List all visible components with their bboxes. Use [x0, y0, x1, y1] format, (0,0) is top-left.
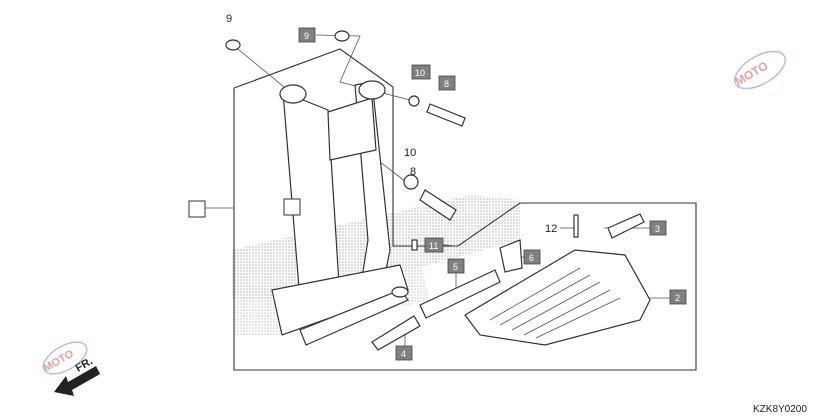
- label-12: 12: [545, 223, 557, 235]
- nut-9-right: [334, 30, 350, 42]
- svg-text:3: 3: [655, 224, 660, 234]
- boxed-label-6: 6: [523, 249, 541, 265]
- svg-text:4: 4: [401, 349, 406, 359]
- bolt-8-mid: [419, 189, 457, 221]
- svg-text:10: 10: [415, 68, 425, 78]
- boxed-label-8: 8: [438, 75, 456, 91]
- bolt-8-top: [426, 103, 466, 127]
- spring-5: [419, 269, 501, 319]
- step-plate: [464, 249, 651, 346]
- empty-box-mid: [283, 198, 301, 216]
- boxed-label-11: 11: [424, 237, 444, 253]
- boxed-label-9: 9: [298, 27, 316, 43]
- svg-text:8: 8: [444, 79, 449, 89]
- boxed-label-3: 3: [649, 220, 667, 236]
- svg-text:2: 2: [675, 293, 680, 303]
- rubber-3: [607, 213, 645, 239]
- svg-text:6: 6: [529, 253, 534, 263]
- washer-10-mid: [403, 174, 419, 190]
- front-direction-arrow-icon: FR.: [54, 355, 100, 396]
- label-9-top: 9: [226, 13, 232, 25]
- main-stand: [271, 80, 409, 346]
- boxed-label-10: 10: [411, 64, 431, 80]
- washer-10-top: [408, 95, 420, 107]
- svg-text:5: 5: [453, 262, 458, 272]
- pin-12: [573, 214, 579, 238]
- boxed-label-4: 4: [395, 345, 413, 361]
- svg-text:9: 9: [304, 31, 309, 41]
- nut-9-left: [225, 39, 241, 51]
- empty-box-left: [188, 200, 206, 218]
- collar-6: [499, 239, 523, 273]
- label-8-mid: 8: [410, 166, 416, 178]
- diagram-code: KZK8Y0200: [753, 404, 807, 415]
- moto-watermark-logo: MOTO: [733, 50, 786, 90]
- boxed-label-5: 5: [447, 258, 465, 274]
- fasteners: [225, 30, 645, 351]
- pin-4: [371, 315, 421, 351]
- pin-11: [411, 239, 418, 251]
- label-10-mid: 10: [404, 147, 416, 159]
- svg-text:11: 11: [429, 241, 438, 251]
- boxed-label-2: 2: [669, 289, 687, 305]
- svg-text:MOTO: MOTO: [42, 348, 77, 375]
